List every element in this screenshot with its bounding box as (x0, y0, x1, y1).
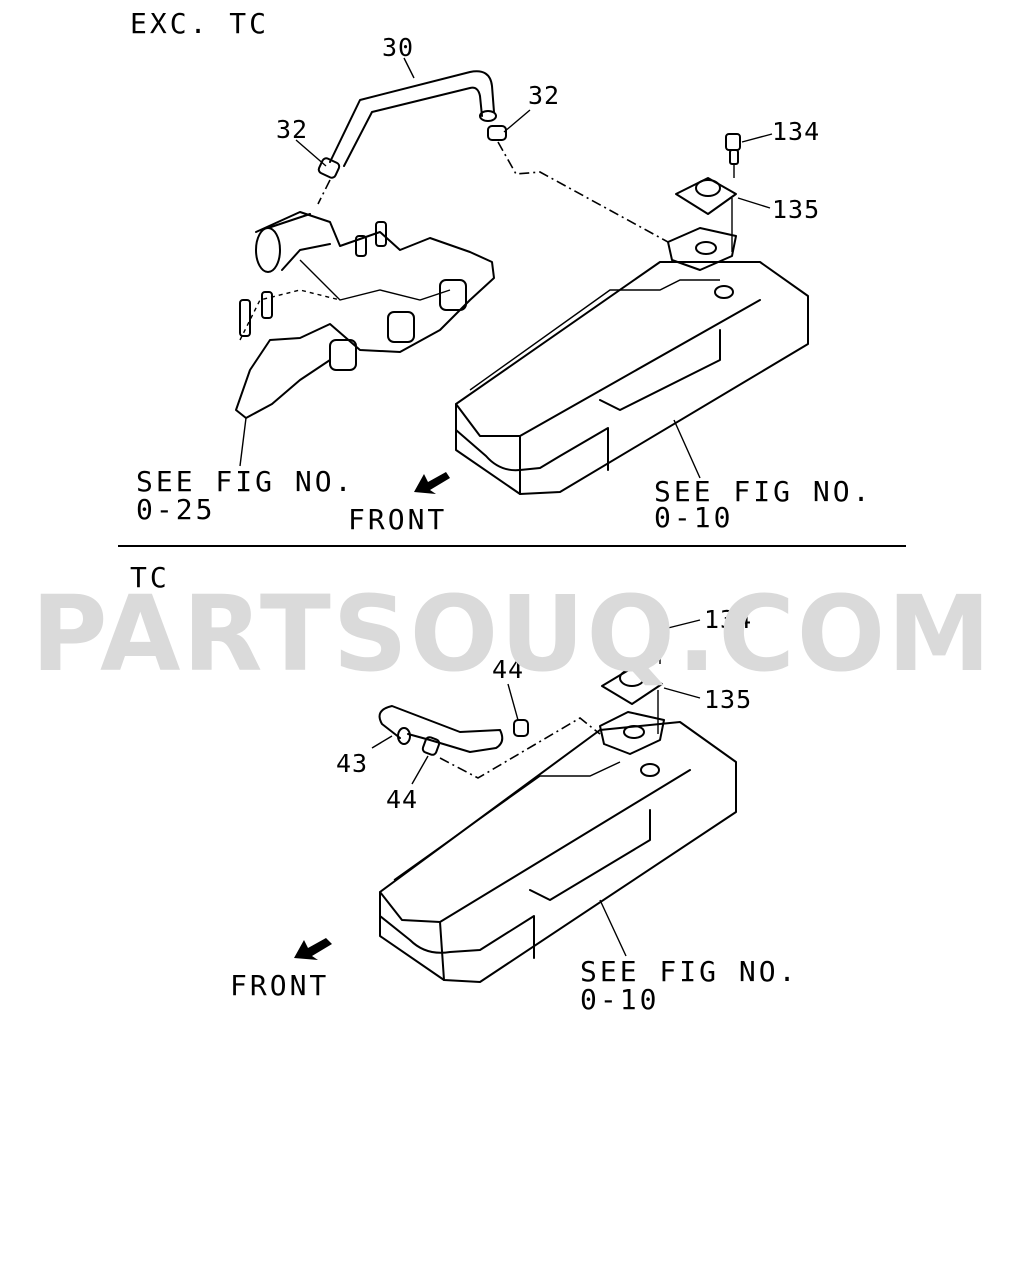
callout-32-right[interactable]: 32 (528, 81, 561, 110)
callout-134-bottom[interactable]: 134 (704, 605, 753, 634)
clip-44-top-shape (513, 719, 529, 737)
hose-30-shape (329, 70, 495, 167)
valve-cover-bottom-shape (379, 711, 737, 983)
gasket-135-bottom-shape (601, 667, 663, 734)
leaders-bottom (371, 619, 701, 957)
hose-43-end (397, 727, 411, 745)
gasket-135-top-shape (675, 177, 737, 252)
valve-cover-top-shape (455, 227, 809, 495)
callout-30[interactable]: 30 (382, 33, 415, 62)
hose-43-shape (378, 705, 504, 753)
hose-30-end (479, 110, 497, 122)
front-label-top: FRONT (348, 503, 448, 536)
breather-route-top (497, 141, 669, 243)
bolt-134-top-shape (725, 133, 741, 178)
see-fig-ref-right-number[interactable]: 0-10 (654, 501, 734, 534)
see-fig-ref-bottom[interactable]: SEE FIG NO. (580, 955, 799, 988)
callout-44-bottom[interactable]: 44 (386, 785, 419, 814)
clip-32-left-shape (317, 157, 341, 179)
section-title-exc-tc: EXC. TC (130, 7, 270, 40)
see-fig-ref-left-number[interactable]: 0-25 (136, 493, 216, 526)
leaders-top (239, 57, 773, 479)
front-arrow-bottom-shape (294, 938, 332, 960)
top-section-drawing (235, 57, 809, 495)
front-arrow-top-shape (414, 472, 450, 494)
callout-32-left[interactable]: 32 (276, 115, 309, 144)
breather-route-left (317, 179, 331, 205)
callout-43[interactable]: 43 (336, 749, 369, 778)
callout-44-top[interactable]: 44 (492, 655, 525, 684)
breather-route-bottom (439, 717, 601, 779)
intake-manifold-shape (235, 211, 495, 419)
callout-134-top[interactable]: 134 (772, 117, 821, 146)
front-label-bottom: FRONT (230, 969, 330, 1002)
clip-32-right-shape (487, 125, 507, 141)
see-fig-ref-right[interactable]: SEE FIG NO. (654, 475, 873, 508)
callout-135-top[interactable]: 135 (772, 195, 821, 224)
bottom-section-drawing (294, 619, 737, 983)
see-fig-ref-bottom-number[interactable]: 0-10 (580, 983, 660, 1016)
callout-135-bottom[interactable]: 135 (704, 685, 753, 714)
bolt-134-bottom-shape (651, 619, 667, 664)
clip-44-bottom-shape (421, 736, 441, 756)
see-fig-ref-left[interactable]: SEE FIG NO. (136, 465, 355, 498)
section-title-tc: TC (130, 561, 170, 594)
